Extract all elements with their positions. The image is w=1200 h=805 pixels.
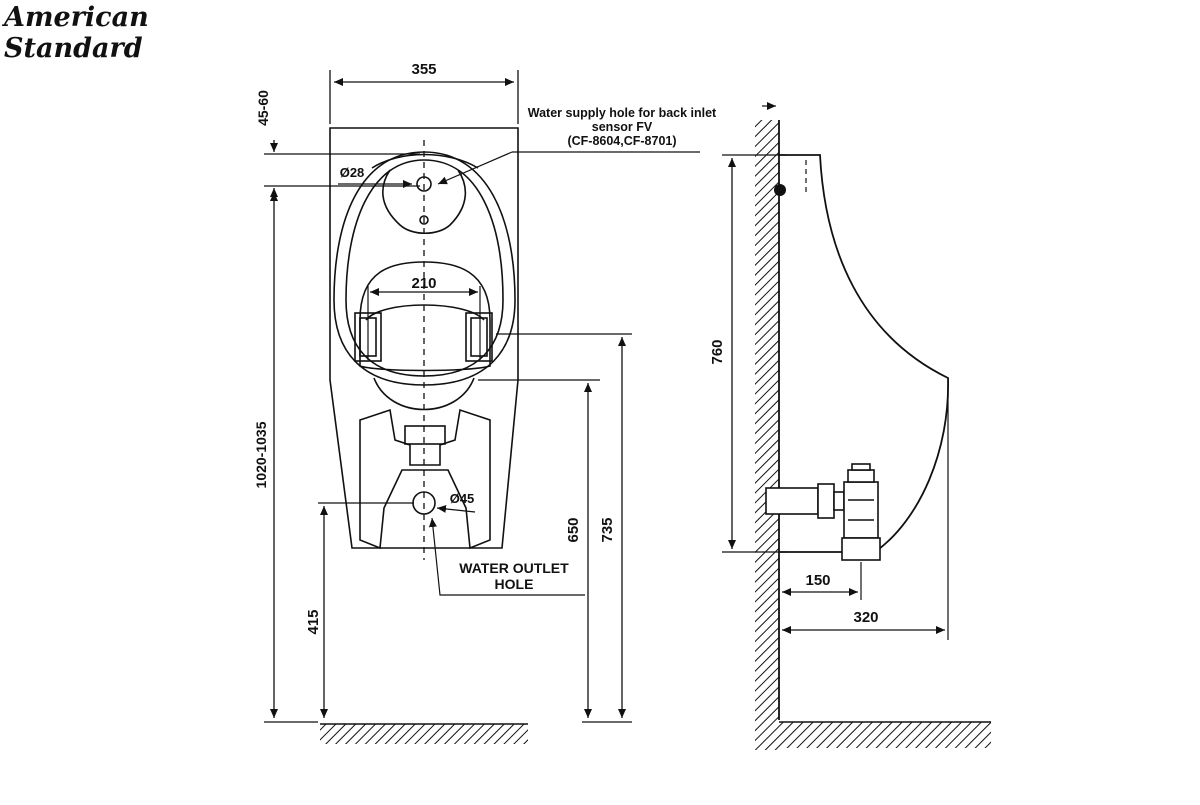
right-bracket-inner (470, 317, 488, 357)
floor-hatch-front (320, 724, 528, 744)
dim-1020-label: 1020-1035 (253, 421, 269, 488)
dim-355-label: 355 (411, 61, 436, 78)
upper-shell (382, 169, 467, 235)
lower-basin (359, 261, 491, 372)
dim-415-label: 415 (305, 609, 322, 634)
dim-210-label: 210 (411, 275, 436, 292)
brand-logo: American Standard (4, 2, 149, 64)
dim-28-label: Ø28 (340, 165, 365, 180)
wall-fixing-dot (774, 184, 786, 196)
dim-320-label: 320 (853, 609, 878, 626)
brand-line-1: American (4, 2, 149, 33)
dim-650-label: 650 (565, 517, 582, 542)
outlet-callout-line-2: HOLE (495, 576, 534, 592)
urinal-side-profile (779, 154, 949, 553)
dim-150-label: 150 (805, 572, 830, 589)
trap-housing (359, 408, 491, 550)
supply-callout-line-2: sensor FV (592, 120, 653, 134)
dim-355 (329, 70, 519, 124)
front-view (329, 127, 519, 560)
outlet-callout-leader (428, 517, 585, 596)
outlet-callout-line-1: WATER OUTLET (459, 560, 569, 576)
right-bracket (465, 312, 493, 362)
supply-hole-lower (419, 215, 429, 225)
trap-fitting (765, 463, 881, 561)
trap-cap (404, 425, 446, 445)
dim-45-leader (436, 504, 476, 513)
dim-45-60-label: 45-60 (255, 90, 271, 126)
supply-callout-leader (437, 151, 513, 185)
dim-760-label: 760 (709, 339, 726, 364)
supply-callout-line-1: Water supply hole for back inlet (528, 106, 717, 120)
dim-735-label: 735 (599, 517, 616, 542)
dim-45-label: Ø45 (450, 491, 475, 506)
supply-callout-line-3: (CF-8604,CF-8701) (567, 134, 676, 148)
brand-line-2: Standard (4, 33, 143, 64)
wall-hatch (755, 120, 779, 750)
floor-hatch-side (779, 722, 991, 748)
urinal-body-outline (329, 127, 519, 549)
